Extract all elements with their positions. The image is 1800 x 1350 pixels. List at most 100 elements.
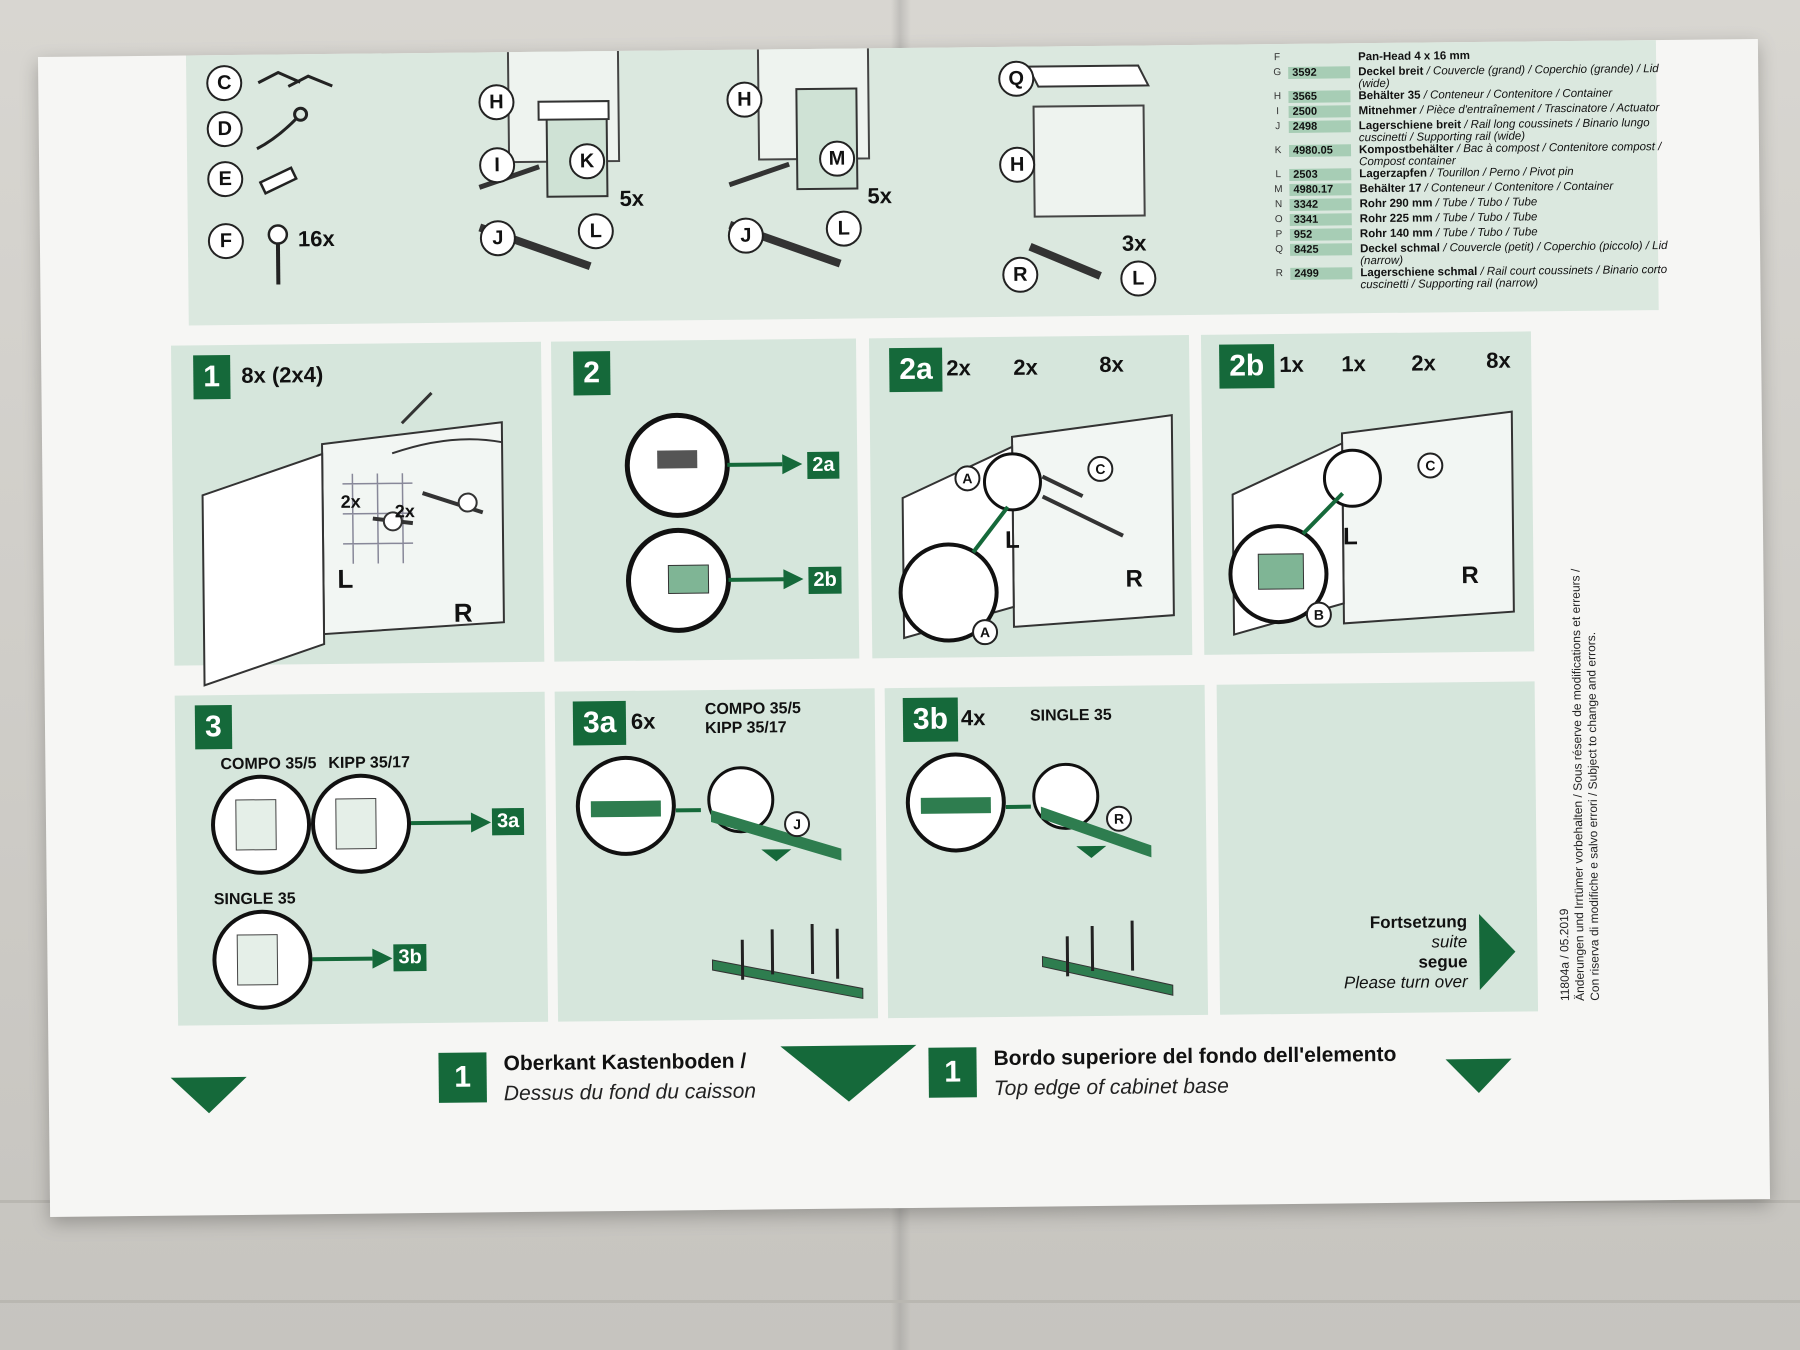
parts-list-translations: / Conteneur / Contenitore / Container (1420, 87, 1613, 102)
parts-list-description: Mitnehmer / Pièce d'entraînement / Trasc… (1351, 102, 1687, 118)
step-3-number: 3 (194, 705, 232, 750)
bracket-mounting-drawing-a (898, 414, 1175, 643)
down-arrow-icon (170, 1076, 247, 1114)
parts-list-translations: / Tube / Tubo / Tube (1432, 226, 1538, 240)
goto-step-2b: 2b (808, 566, 842, 594)
bottom-title-it: Bordo superiore del fondo dell'elemento (993, 1042, 1397, 1071)
parts-list-letter: P (1275, 229, 1283, 241)
bottom-title-de: Oberkant Kastenboden / (503, 1049, 747, 1076)
parts-list-translations: / Pièce d'entraînement / Trascinatore / … (1416, 102, 1660, 117)
parts-list-letter: M (1274, 184, 1283, 196)
parts-list-letter: K (1274, 145, 1282, 157)
parts-list-number: 3342 (1289, 198, 1352, 211)
step-3a-model-2: KIPP 35/17 (704, 719, 787, 738)
parts-list-letter: F (1273, 52, 1281, 64)
parts-list-number: 2500 (1288, 105, 1351, 118)
floor-board-seam (0, 1300, 1800, 1303)
step-1-callout-a: 2x (340, 491, 361, 512)
parts-list-name: Behälter 35 (1358, 89, 1421, 103)
parts-list-description: Behälter 17 / Conteneur / Contenitore / … (1351, 180, 1687, 196)
small-parts-drawing (256, 70, 333, 285)
parts-list-name: Pan-Head 4 x 16 mm (1357, 50, 1470, 64)
bracket-letter-c: C (1417, 452, 1444, 479)
model-selection-drawing (211, 773, 492, 1010)
parts-list-description: Lagerschiene schmal / Rail court coussin… (1352, 264, 1688, 292)
step-1-callout-b: 2x (394, 501, 415, 522)
part-letter-c: C (206, 64, 243, 102)
cabinet-drilling-drawing (201, 391, 505, 687)
rail-letter-j: J (783, 810, 811, 838)
bottom-step-number-left: 1 (438, 1052, 487, 1103)
goto-step-3a: 3a (491, 807, 525, 836)
part-letter-q: Q (998, 60, 1035, 97)
part-letter-l: L (577, 213, 615, 250)
parts-list-number: 3565 (1288, 90, 1351, 103)
part-letter-d: D (206, 110, 243, 148)
parts-list-description: Deckel breit / Couvercle (grand) / Coper… (1350, 63, 1686, 91)
step-3a-screw-qty: 6x (630, 708, 656, 734)
parts-list-description: Lagerschiene breit / Rail long coussinet… (1351, 117, 1687, 145)
continue-it: segue (1418, 952, 1468, 972)
continue-de: Fortsetzung (1369, 912, 1468, 933)
left-side-mark: L (1342, 523, 1358, 551)
part-letter-j: J (727, 217, 765, 254)
parts-list-name: Deckel schmal (1359, 242, 1441, 256)
step-3a-number: 3a (572, 700, 627, 746)
revision-note: 11804a / 05.2019 Änderungen und Irrtümer… (1553, 568, 1603, 1002)
step-3b-screw-qty: 4x (960, 705, 986, 731)
parts-list-description: Lagerzapfen / Tourillon / Perno / Pivot … (1351, 165, 1687, 181)
goto-step-3b: 3b (393, 944, 427, 972)
step-2b-qty-4: 8x (1486, 347, 1511, 373)
center-down-arrow-icon (780, 1044, 917, 1102)
parts-list-number: 2498 (1288, 120, 1351, 133)
part-letter-i: I (478, 147, 516, 184)
pivot-quantity-1: 5x (619, 185, 645, 211)
left-side-mark: L (337, 563, 354, 594)
pivot-quantity-2: 5x (867, 183, 893, 209)
step-1-quantity: 8x (2x4) (241, 362, 324, 388)
parts-list-name: Rohr 140 mm (1359, 227, 1433, 241)
parts-list-number (1287, 51, 1350, 52)
step-2a-qty-2: 2x (1013, 354, 1038, 380)
parts-list-description: Rohr 140 mm / Tube / Tubo / Tube (1352, 225, 1688, 241)
part-letter-l: L (825, 210, 863, 247)
bottom-subtitle-en: Top edge of cabinet base (993, 1074, 1230, 1101)
parts-list-translations: / Tube / Tubo / Tube (1432, 211, 1538, 225)
part-letter-f: F (207, 222, 245, 260)
bracket-letter-c: C (1087, 455, 1114, 483)
continue-en: Please turn over (1343, 972, 1468, 993)
part-letter-h: H (998, 146, 1036, 183)
parts-list-description: Rohr 290 mm / Tube / Tubo / Tube (1352, 195, 1688, 211)
bracket-letter-b: B (1305, 601, 1333, 628)
right-side-mark: R (453, 597, 473, 628)
left-side-mark: L (1004, 526, 1020, 554)
bottom-step-number-right: 1 (928, 1047, 977, 1098)
step-3a-model-1: COMPO 35/5 (704, 700, 801, 719)
goto-step-2a: 2a (807, 451, 840, 480)
bottom-subtitle-fr: Dessus du fond du caisson (503, 1079, 757, 1106)
parts-list-letter: H (1273, 91, 1282, 103)
pivot-quantity-3: 3x (1121, 230, 1147, 256)
parts-list-name: Rohr 290 mm (1359, 197, 1433, 211)
revision-disclaimer-it-en: Con riserva di modifiche e salvo errori … (1584, 631, 1602, 1001)
step-2a-qty-3: 8x (1099, 351, 1124, 377)
step-2a-qty-1: 2x (946, 355, 971, 381)
parts-list-letter: J (1275, 121, 1281, 133)
bracket-letter-a-detail: A (971, 619, 999, 646)
parts-list-number: 8425 (1289, 243, 1353, 256)
part-letter-l: L (1120, 260, 1157, 297)
parts-list-description: Kompostbehälter / Bac à compost / Conten… (1351, 141, 1687, 169)
step-1-number: 1 (193, 355, 231, 400)
step-2b-qty-3: 2x (1411, 350, 1436, 376)
part-letter-j: J (479, 220, 517, 257)
part-letter-h: H (726, 81, 763, 118)
parts-list-name: Mitnehmer (1358, 104, 1417, 118)
parts-list-letter: G (1273, 67, 1282, 79)
parts-list-letter: O (1274, 214, 1283, 226)
parts-list-number: 4980.05 (1288, 144, 1352, 157)
right-side-mark: R (1461, 561, 1479, 590)
step-2b-qty-1: 1x (1279, 351, 1304, 378)
parts-list-number: 3341 (1289, 213, 1352, 226)
